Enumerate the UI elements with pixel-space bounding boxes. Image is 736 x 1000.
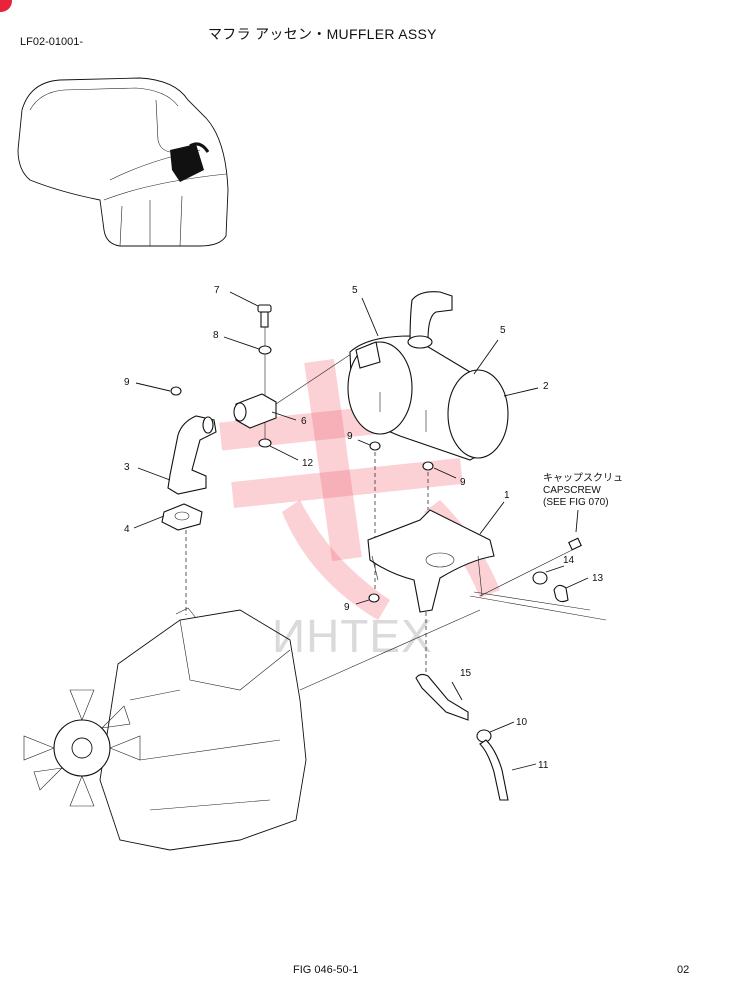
callout-12: 12 (302, 458, 314, 469)
doc-code: LF02-01001- (20, 36, 83, 48)
part-4-gasket (133, 503, 203, 615)
callout-5-top: 5 (352, 285, 358, 296)
page-number: 02 (677, 964, 690, 976)
capscrew-note: キャップスクリュ CAPSCREW (SEE FIG 070) (543, 473, 623, 509)
figure-number: FIG 046-50-1 (293, 964, 359, 976)
callout-9-left: 9 (124, 377, 130, 388)
callout-13: 13 (592, 573, 604, 584)
callout-10: 10 (516, 717, 528, 728)
part-9-nut-right (422, 461, 457, 510)
engine-assembly (23, 607, 481, 851)
part-9-nut-bottom (355, 593, 427, 672)
page-title: マフラ アッセン・MUFFLER ASSY (208, 26, 437, 42)
callout-6: 6 (301, 416, 307, 427)
callout-14: 14 (563, 555, 575, 566)
callout-11: 11 (538, 760, 549, 771)
part-10-fitting (476, 721, 515, 743)
callout-1: 1 (504, 490, 510, 501)
callout-2: 2 (543, 381, 549, 392)
capscrew (479, 509, 582, 597)
part-13-clip (553, 577, 589, 603)
part-6-clamp (233, 347, 361, 429)
part-9-nut-middle (357, 439, 381, 590)
callout-3: 3 (124, 462, 130, 473)
note-line-ref: (SEE FIG 070) (543, 497, 609, 508)
callout-4: 4 (124, 524, 130, 535)
note-line-name: CAPSCREW (543, 485, 601, 496)
part-11-hose (479, 739, 537, 801)
callout-9-right: 9 (460, 477, 466, 488)
callout-7: 7 (214, 285, 220, 296)
part-5-muffler (347, 291, 539, 461)
callout-8: 8 (213, 330, 219, 341)
callout-9-middle: 9 (347, 431, 353, 442)
part-1-bracket (367, 501, 607, 621)
part-7-bolt (229, 291, 272, 328)
callout-15: 15 (460, 668, 472, 679)
callout-9-bottom: 9 (344, 602, 350, 613)
machine-overview (17, 77, 229, 247)
note-line-jp: キャップスクリュ (543, 473, 623, 484)
callout-5-right: 5 (500, 325, 506, 336)
part-9-nut-left (135, 382, 182, 396)
part-14-fitting (532, 565, 565, 585)
part-12-nut (258, 438, 299, 461)
part-15-hose (415, 673, 469, 721)
part-3-elbow (137, 415, 217, 495)
watermark-text: ИНТЕХ (272, 610, 433, 662)
